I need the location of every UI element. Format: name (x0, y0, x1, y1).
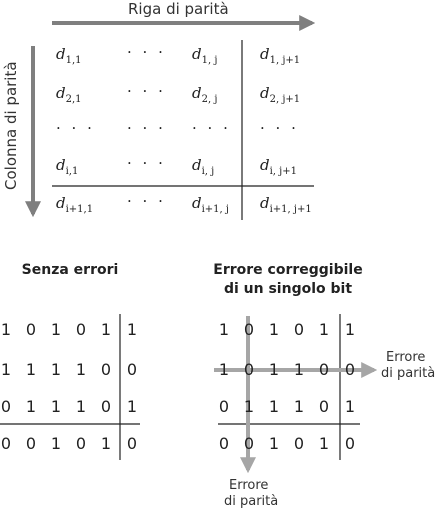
matrix-ellipsis: · · · (192, 119, 231, 137)
row-parity-error-label-line1: Errore (386, 350, 426, 365)
matrix-cell: d1, j (192, 45, 218, 66)
column-parity-error-label-line2: di parità (224, 494, 279, 509)
matrix-cell: d1,1 (56, 45, 82, 66)
matrix-ellipsis: · · · (127, 119, 166, 137)
matrix-cell: d1, j+1 (260, 45, 301, 66)
matrix-cell: d2, j+1 (260, 84, 301, 105)
matrix-ellipsis: · · · (127, 154, 166, 172)
parity-row-label: Riga di parità (128, 0, 229, 18)
grid-bit: 1 (293, 397, 305, 416)
grid-bit: 0 (218, 434, 230, 453)
matrix-ellipsis: · · · (127, 82, 166, 100)
single-bit-error-caption-line1: Errore correggibile (213, 262, 363, 278)
grid-bit: 1 (268, 434, 280, 453)
grid-bit: 1 (75, 397, 87, 416)
matrix-cell: di, j (192, 156, 215, 177)
grid-bit: 1 (100, 434, 112, 453)
grid-bit: 1 (126, 320, 138, 339)
matrix-cell: di, j+1 (260, 156, 298, 177)
grid-bit: 0 (218, 397, 230, 416)
grid-bit: 0 (243, 320, 255, 339)
grid-bit: 1 (243, 397, 255, 416)
matrix-ellipsis: · · · (56, 119, 95, 137)
grid-bit: 0 (318, 360, 330, 379)
grid-bit: 1 (0, 320, 12, 339)
matrix-cell: di,1 (56, 156, 79, 177)
single-bit-error-caption-line2: di un singolo bit (223, 281, 353, 297)
grid-bit: 0 (0, 397, 12, 416)
matrix-ellipsis: · · · (127, 192, 166, 210)
column-parity-error-label-line1: Errore (229, 478, 269, 493)
grid-bit: 0 (344, 360, 356, 379)
grid-bit: 1 (25, 397, 37, 416)
grid-bit-error: 0 (243, 360, 255, 379)
grid-bit: 1 (218, 320, 230, 339)
grid-bit: 1 (100, 320, 112, 339)
matrix-cell: d2,1 (56, 84, 82, 105)
grid-bit: 1 (344, 397, 356, 416)
grid-bit: 1 (293, 360, 305, 379)
grid-bit: 0 (243, 434, 255, 453)
parity-column-label: Colonna di parità (2, 61, 20, 190)
grid-bit: 0 (0, 434, 12, 453)
grid-bit: 0 (293, 434, 305, 453)
grid-bit: 0 (25, 434, 37, 453)
grid-bit: 0 (344, 434, 356, 453)
grid-bit: 1 (0, 360, 12, 379)
grid-bit: 1 (50, 320, 62, 339)
grid-bit: 1 (75, 360, 87, 379)
grid-bit: 0 (25, 320, 37, 339)
grid-bit: 0 (126, 434, 138, 453)
grid-bit: 0 (75, 320, 87, 339)
row-parity-error-label-line2: di parità (381, 366, 436, 381)
grid-bit: 1 (268, 397, 280, 416)
grid-bit: 1 (344, 320, 356, 339)
grid-bit: 0 (75, 434, 87, 453)
grid-bit: 1 (50, 360, 62, 379)
grid-bit: 1 (268, 320, 280, 339)
no-error-caption: Senza errori (21, 262, 119, 278)
grid-bit: 1 (318, 434, 330, 453)
grid-bit: 0 (318, 397, 330, 416)
grid-bit: 1 (126, 397, 138, 416)
grid-bit: 0 (100, 397, 112, 416)
grid-bit: 0 (293, 320, 305, 339)
matrix-ellipsis: · · · (260, 119, 299, 137)
matrix-cell: d2, j (192, 84, 218, 105)
grid-bit: 0 (100, 360, 112, 379)
grid-bit: 1 (318, 320, 330, 339)
matrix-cell: di+1, j (192, 194, 230, 215)
grid-bit: 1 (218, 360, 230, 379)
matrix-ellipsis: · · · (127, 43, 166, 61)
grid-bit: 1 (50, 397, 62, 416)
matrix-cell: di+1, j+1 (260, 194, 312, 215)
grid-bit: 1 (268, 360, 280, 379)
matrix-cell: di+1,1 (56, 194, 94, 215)
grid-bit: 1 (50, 434, 62, 453)
grid-bit: 1 (25, 360, 37, 379)
grid-bit: 0 (126, 360, 138, 379)
